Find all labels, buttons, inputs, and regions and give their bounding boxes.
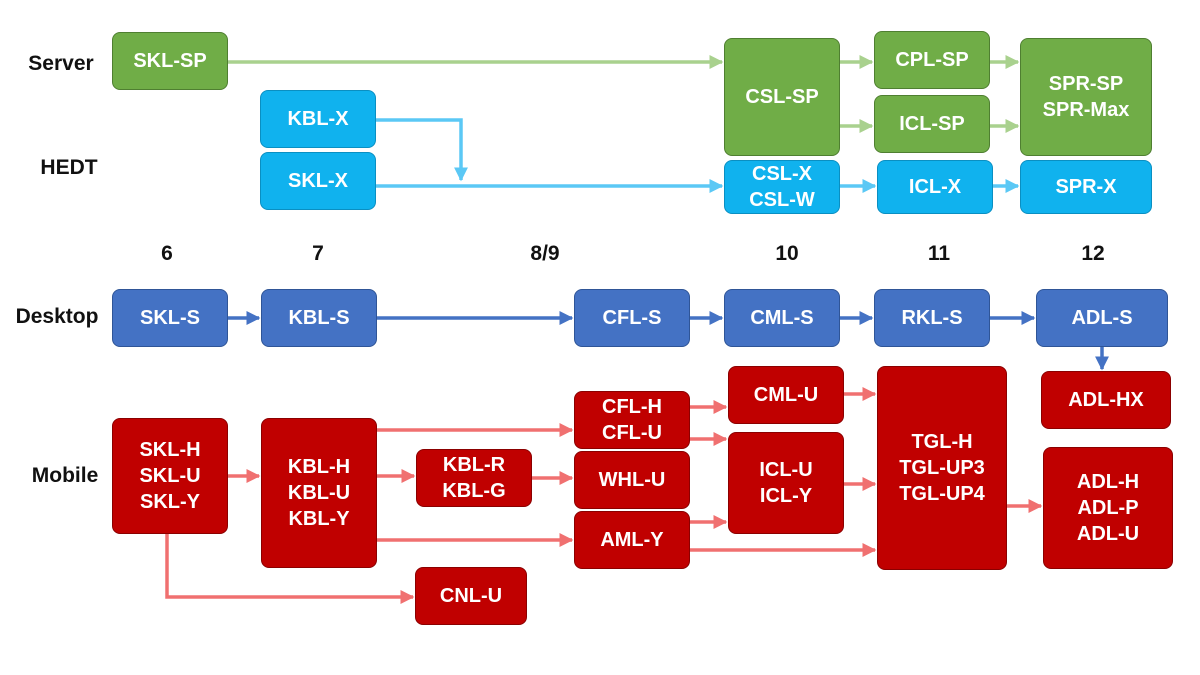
box-label: SKL-H <box>139 439 201 461</box>
box-label: AML-Y <box>600 529 664 551</box>
box-label: KBL-R <box>442 454 506 476</box>
box-label: ICL-U <box>759 459 813 481</box>
generation-label-8-9: 8/9 <box>530 242 560 265</box>
box-skl-x: SKL-X <box>260 152 376 210</box>
box-cfl-s: CFL-S <box>574 289 690 347</box>
generation-label-10: 10 <box>775 242 799 265</box>
box-label: KBL-G <box>442 480 506 502</box>
box-label: ADL-HX <box>1068 389 1144 411</box>
box-cfl-mobile: CFL-H CFL-U <box>574 391 690 449</box>
box-csl-x: CSL-X CSL-W <box>724 160 840 214</box>
box-label: CSL-W <box>749 189 815 211</box>
box-label: ADL-U <box>1076 523 1140 545</box>
box-tgl-mobile: TGL-H TGL-UP3 TGL-UP4 <box>877 366 1007 570</box>
box-label: SPR-Max <box>1042 99 1130 121</box>
arrow-skl-to-cnl-u <box>165 534 415 604</box>
box-label: KBL-S <box>288 307 350 329</box>
box-aml-y: AML-Y <box>574 511 690 569</box>
box-label: CFL-U <box>602 422 662 444</box>
row-label-hedt: HEDT <box>40 156 98 179</box>
box-cml-s: CML-S <box>724 289 840 347</box>
box-cpl-sp: CPL-SP <box>874 31 990 89</box>
box-label: SPR-X <box>1055 176 1117 198</box>
box-label: ADL-P <box>1077 497 1139 519</box>
generation-label-11: 11 <box>927 242 951 265</box>
box-label: SKL-X <box>288 170 348 192</box>
box-whl-u: WHL-U <box>574 451 690 509</box>
box-label: SKL-Y <box>140 491 200 513</box>
box-label: TGL-UP3 <box>899 457 985 479</box>
box-label: SPR-SP <box>1048 73 1124 95</box>
box-label: KBL-U <box>287 482 351 504</box>
box-label: CNL-U <box>439 585 503 607</box>
box-label: SKL-SP <box>133 50 207 72</box>
arrow-kbl-x-down <box>376 118 468 182</box>
box-label: RKL-S <box>901 307 963 329</box>
box-spr-x: SPR-X <box>1020 160 1152 214</box>
box-label: CFL-H <box>602 396 662 418</box>
row-label-desktop: Desktop <box>15 305 99 328</box>
generation-label-6: 6 <box>161 242 173 265</box>
generation-label-7: 7 <box>312 242 324 265</box>
box-label: TGL-H <box>911 431 973 453</box>
box-label: CSL-X <box>752 163 812 185</box>
box-icl-x: ICL-X <box>877 160 993 214</box>
box-label: CPL-SP <box>895 49 969 71</box>
box-icl-mobile: ICL-U ICL-Y <box>728 432 844 534</box>
box-label: ICL-SP <box>899 113 965 135</box>
row-label-server: Server <box>28 52 94 75</box>
box-icl-sp: ICL-SP <box>874 95 990 153</box>
box-kbl-mobile: KBL-H KBL-U KBL-Y <box>261 418 377 568</box>
box-label: SKL-U <box>139 465 201 487</box>
box-kbl-r-g: KBL-R KBL-G <box>416 449 532 507</box>
box-adl-hx: ADL-HX <box>1041 371 1171 429</box>
box-cml-u: CML-U <box>728 366 844 424</box>
box-adl-mobile: ADL-H ADL-P ADL-U <box>1043 447 1173 569</box>
box-label: ADL-H <box>1076 471 1140 493</box>
box-csl-sp: CSL-SP <box>724 38 840 156</box>
box-kbl-s: KBL-S <box>261 289 377 347</box>
box-spr-sp: SPR-SP SPR-Max <box>1020 38 1152 156</box>
box-label: ICL-X <box>908 176 962 198</box>
box-label: CML-U <box>753 384 819 406</box>
box-label: KBL-Y <box>288 508 350 530</box>
box-skl-mobile: SKL-H SKL-U SKL-Y <box>112 418 228 534</box>
box-label: SKL-S <box>140 307 200 329</box>
box-label: CML-S <box>750 307 814 329</box>
generation-label-12: 12 <box>1081 242 1105 265</box>
box-kbl-x: KBL-X <box>260 90 376 148</box>
box-label: ICL-Y <box>759 485 813 507</box>
box-cnl-u: CNL-U <box>415 567 527 625</box>
box-label: KBL-X <box>287 108 349 130</box>
box-label: KBL-H <box>287 456 351 478</box>
box-adl-s: ADL-S <box>1036 289 1168 347</box>
box-label: ADL-S <box>1071 307 1133 329</box>
box-label: WHL-U <box>598 469 666 491</box>
box-skl-s: SKL-S <box>112 289 228 347</box>
box-rkl-s: RKL-S <box>874 289 990 347</box>
row-label-mobile: Mobile <box>31 464 99 487</box>
box-label: CFL-S <box>602 307 662 329</box>
box-label: CSL-SP <box>745 86 819 108</box>
box-label: TGL-UP4 <box>899 483 985 505</box>
box-skl-sp: SKL-SP <box>112 32 228 90</box>
